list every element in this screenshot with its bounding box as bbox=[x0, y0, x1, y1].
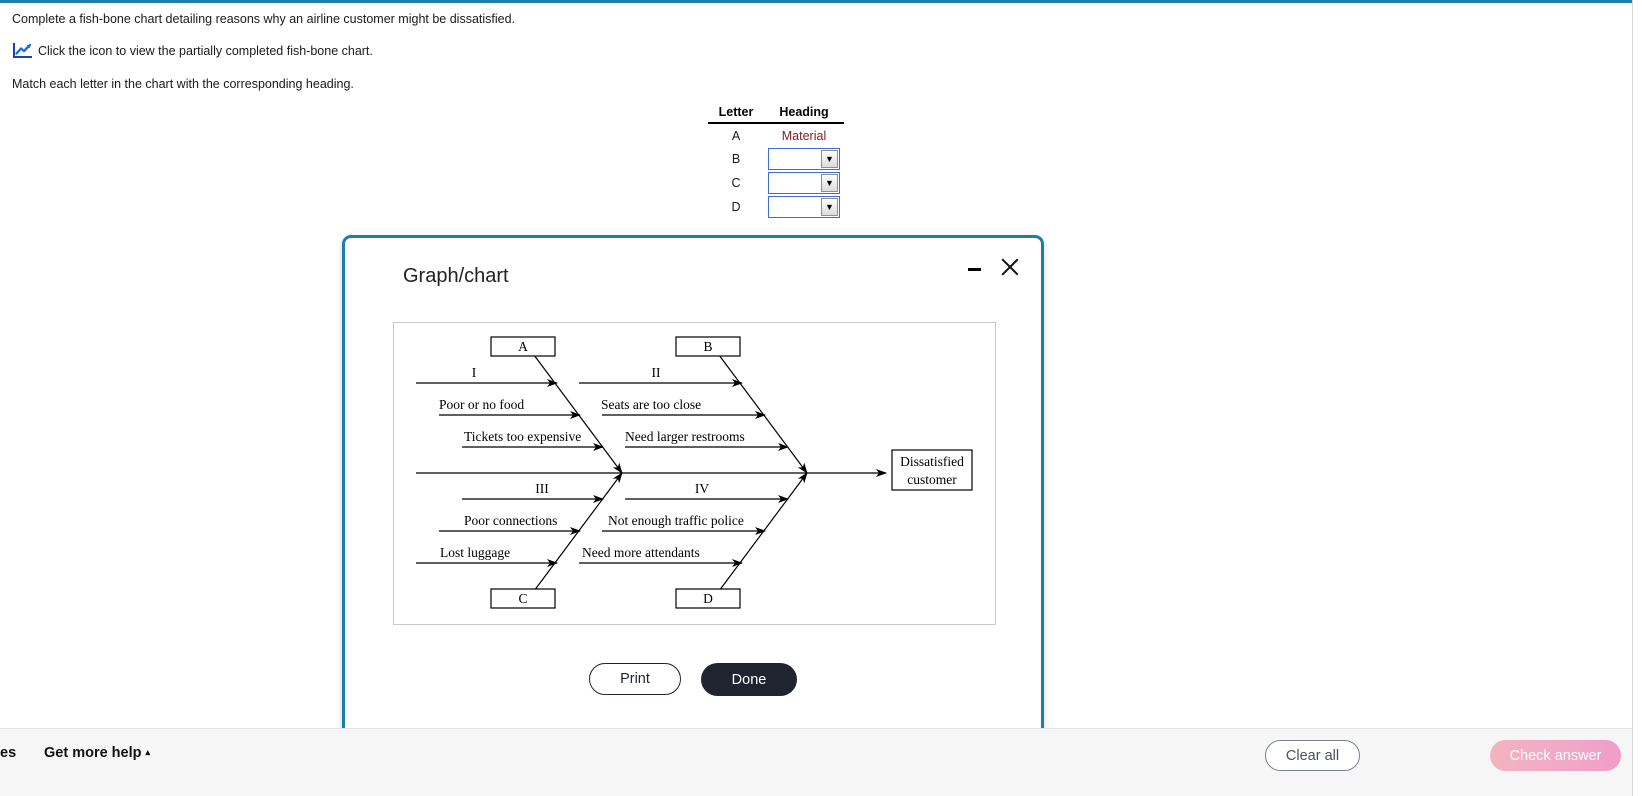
fishbone-svg: A B C D Dissatisfied customer I Poor or … bbox=[416, 336, 973, 609]
modal-title: Graph/chart bbox=[403, 265, 509, 287]
done-button[interactable]: Done bbox=[701, 663, 797, 696]
fishbone-figure: A B C D Dissatisfied customer I Poor or … bbox=[393, 322, 996, 625]
heading-dropdown-b[interactable]: ▼ bbox=[768, 148, 840, 170]
row-heading-a: Material bbox=[764, 123, 844, 147]
chevron-down-icon[interactable]: ▼ bbox=[821, 150, 838, 168]
letter-heading-table: Letter Heading A Material B ▼ C bbox=[708, 104, 844, 219]
cause-label-need-more-attendants: Need more attendants bbox=[582, 545, 700, 560]
cause-label-lost-luggage: Lost luggage bbox=[440, 545, 510, 560]
table-row: B ▼ bbox=[708, 147, 844, 171]
get-more-help-label: Get more help bbox=[44, 745, 142, 761]
effect-label-line2: customer bbox=[907, 472, 957, 487]
cause-label-seats-are-too-close: Seats are too close bbox=[601, 397, 701, 412]
table-row: C ▼ bbox=[708, 171, 844, 195]
row-heading-c: ▼ bbox=[764, 171, 844, 195]
cause-label-tickets-too-expensive: Tickets too expensive bbox=[464, 429, 581, 444]
cause-label-poor-or-no-food: Poor or no food bbox=[439, 397, 524, 412]
minimize-icon[interactable] bbox=[966, 260, 984, 278]
row-heading-b: ▼ bbox=[764, 147, 844, 171]
column-header-letter: Letter bbox=[708, 104, 764, 124]
chevron-down-icon[interactable]: ▼ bbox=[821, 174, 838, 192]
bottom-toolbar: es Get more help ▴ Clear all Check answe… bbox=[0, 728, 1632, 796]
question-line-2: Click the icon to view the partially com… bbox=[38, 44, 373, 58]
fishbone-box-a: A bbox=[518, 339, 528, 354]
cause-label-II: II bbox=[652, 365, 661, 380]
heading-dropdown-c[interactable]: ▼ bbox=[768, 172, 840, 194]
top-accent-rule bbox=[0, 0, 1642, 3]
row-letter-c: C bbox=[731, 176, 741, 190]
truncated-left-label: es bbox=[0, 745, 17, 761]
effect-label-line1: Dissatisfied bbox=[900, 454, 964, 469]
cause-label-III: III bbox=[535, 481, 549, 496]
table-row: A Material bbox=[708, 123, 844, 147]
row-letter-a: A bbox=[731, 128, 741, 143]
line-chart-icon[interactable] bbox=[13, 42, 33, 59]
column-header-heading: Heading bbox=[764, 104, 844, 124]
graph-chart-modal: Graph/chart bbox=[342, 235, 1044, 738]
print-button[interactable]: Print bbox=[589, 663, 681, 695]
close-icon[interactable] bbox=[998, 255, 1022, 279]
cause-label-I: I bbox=[472, 365, 477, 380]
heading-dropdown-d[interactable]: ▼ bbox=[768, 196, 840, 218]
row-letter-d: D bbox=[731, 200, 741, 214]
cause-label-not-enough-traffic-police: Not enough traffic police bbox=[608, 513, 744, 528]
fishbone-box-c: C bbox=[518, 591, 527, 606]
check-answer-button[interactable]: Check answer bbox=[1490, 740, 1621, 771]
question-line-1: Complete a fish-bone chart detailing rea… bbox=[12, 12, 516, 26]
row-letter-b: B bbox=[731, 152, 741, 166]
cause-label-poor-connections: Poor connections bbox=[464, 513, 557, 528]
answer-value-a: Material bbox=[781, 128, 827, 143]
cause-label-need-larger-restrooms: Need larger restrooms bbox=[625, 429, 745, 444]
row-heading-d: ▼ bbox=[764, 195, 844, 219]
chevron-up-icon: ▴ bbox=[145, 747, 151, 757]
fishbone-box-d: D bbox=[703, 591, 713, 606]
get-more-help-button[interactable]: Get more help ▴ bbox=[44, 745, 150, 761]
right-gutter bbox=[1632, 0, 1642, 796]
chevron-down-icon[interactable]: ▼ bbox=[821, 198, 838, 216]
clear-all-button[interactable]: Clear all bbox=[1265, 740, 1360, 771]
table-header-row: Letter Heading bbox=[708, 104, 844, 124]
modal-button-row: Print Done bbox=[345, 663, 1041, 696]
fishbone-box-b: B bbox=[703, 339, 712, 354]
question-line-3: Match each letter in the chart with the … bbox=[12, 77, 354, 91]
table-row: D ▼ bbox=[708, 195, 844, 219]
cause-label-IV: IV bbox=[695, 481, 709, 496]
